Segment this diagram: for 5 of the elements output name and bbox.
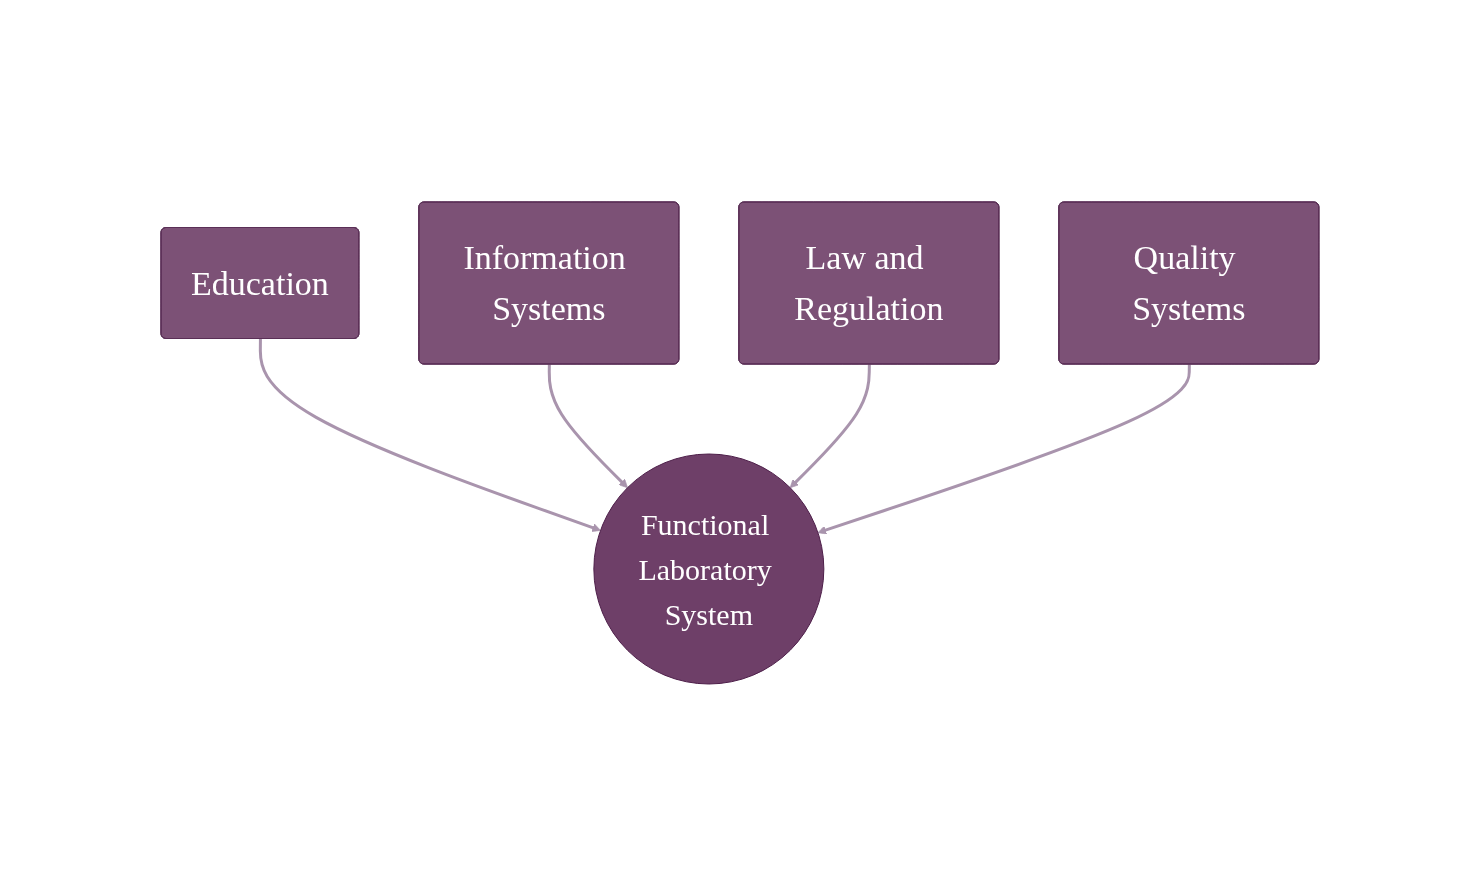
arrow bbox=[258, 339, 601, 532]
node-circle: Functional Laboratory System bbox=[592, 453, 824, 685]
arrow bbox=[817, 364, 1191, 535]
arrow bbox=[547, 364, 628, 489]
arrow bbox=[789, 364, 871, 489]
